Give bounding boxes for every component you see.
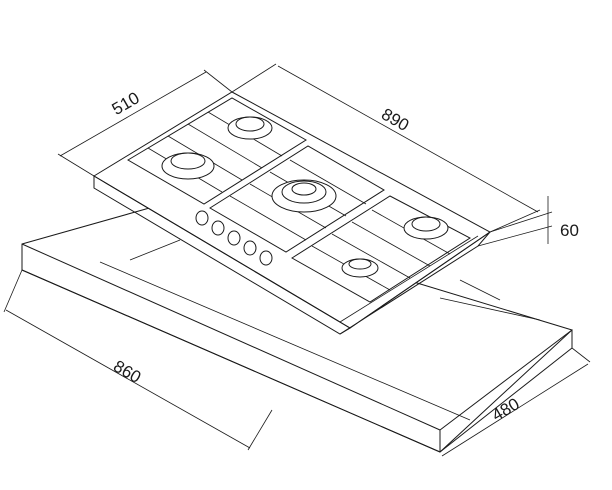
dimension-label-510: 510: [109, 88, 143, 119]
grate-center: [209, 145, 385, 253]
burner-front-right: [341, 258, 379, 278]
burner-center-wok: [271, 179, 337, 213]
knob-4: [243, 240, 257, 256]
burner-front-left: [161, 152, 215, 180]
cutout-slab: [21, 204, 573, 453]
burner-rear-right: [403, 216, 449, 240]
knob-3: [227, 230, 241, 246]
knob-2: [211, 220, 225, 236]
grate-right: [291, 195, 471, 303]
dimension-label-890: 890: [378, 104, 412, 135]
burner-rear-left: [227, 116, 273, 140]
hob-body: [93, 91, 491, 335]
dimension-480: 480: [441, 347, 591, 457]
burners: [161, 116, 449, 278]
control-knobs: [195, 210, 273, 266]
dimension-60: 60: [477, 196, 579, 247]
knob-1: [195, 210, 209, 226]
dimension-label-860: 860: [110, 356, 144, 387]
knob-5: [259, 250, 273, 266]
dimension-860: 860: [3, 269, 273, 451]
dimension-label-60: 60: [560, 221, 579, 240]
grate-left: [127, 97, 307, 205]
dimension-label-480: 480: [489, 394, 523, 425]
